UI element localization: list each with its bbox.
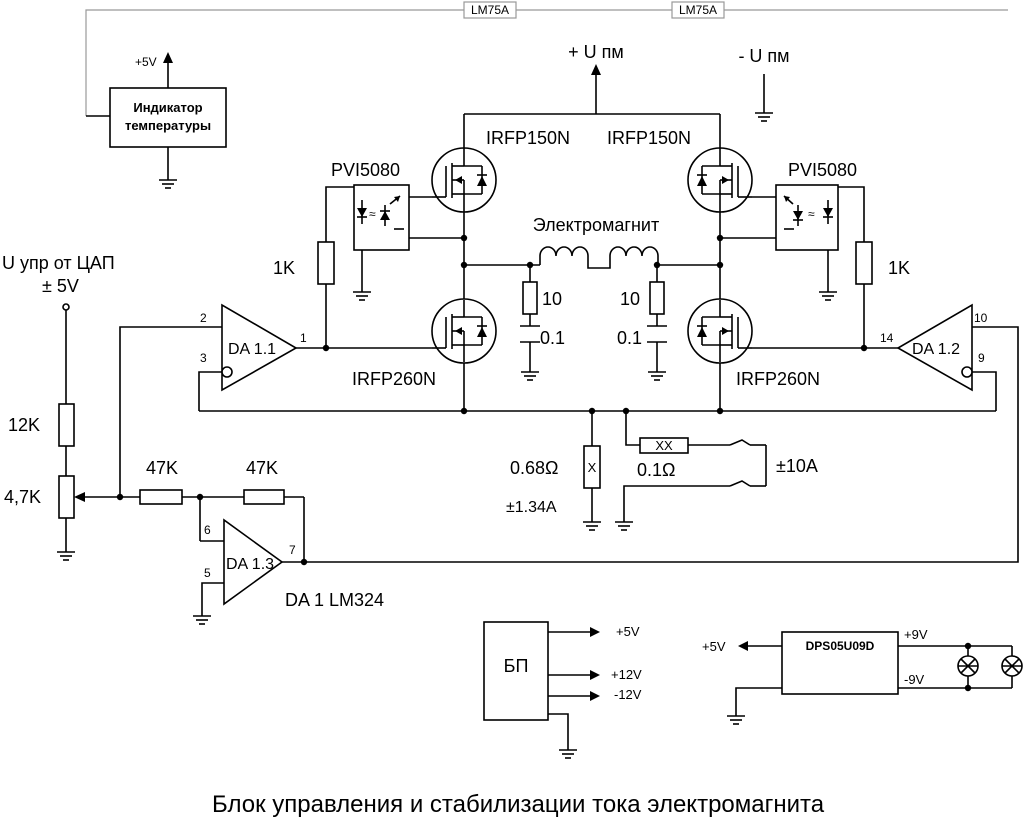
resistor-47k-b: 47K xyxy=(243,458,285,505)
supply-pos-terminal: + U пм xyxy=(568,42,624,75)
svg-text:±1.34A: ±1.34A xyxy=(506,499,557,516)
svg-text:IRFP150N: IRFP150N xyxy=(486,128,570,148)
resistor-1k-left: 1K xyxy=(273,241,335,285)
svg-text:3: 3 xyxy=(200,351,207,365)
svg-text:U упр от ЦАП: U упр от ЦАП xyxy=(2,253,115,273)
opamp-da13: DA 1.3 6 7 5 DA 1 LM324 xyxy=(204,518,384,610)
mosfet-bottom-left: IRFP260N xyxy=(352,298,497,389)
svg-text:DA 1.3: DA 1.3 xyxy=(226,556,274,573)
svg-text:IRFP260N: IRFP260N xyxy=(736,369,820,389)
svg-text:IRFP150N: IRFP150N xyxy=(607,128,691,148)
svg-text:+5V: +5V xyxy=(135,55,157,69)
svg-text:температуры: температуры xyxy=(125,118,211,133)
supply-neg-terminal: - U пм xyxy=(738,46,789,66)
opamp-da12: DA 1.2 14 10 9 xyxy=(880,303,988,392)
svg-text:10: 10 xyxy=(974,311,988,325)
potentiometer-4-7k: 4,7K xyxy=(4,475,85,519)
svg-text:0.68Ω: 0.68Ω xyxy=(510,458,559,478)
electromagnet-coil: Электромагнит xyxy=(533,215,659,269)
svg-text:1K: 1K xyxy=(273,258,295,278)
svg-text:2: 2 xyxy=(200,311,207,325)
svg-text:1: 1 xyxy=(300,331,307,345)
lm75a-label-right: LM75A xyxy=(671,1,725,19)
svg-text:0.1: 0.1 xyxy=(540,328,565,348)
mosfet-top-right: IRFP150N xyxy=(607,128,753,213)
svg-text:-12V: -12V xyxy=(614,687,642,702)
resistor-12k: 12K xyxy=(8,403,75,447)
snubber-right: 10 0.1 xyxy=(617,281,667,348)
svg-text:LM75A: LM75A xyxy=(471,3,509,17)
svg-text:14: 14 xyxy=(880,331,894,345)
svg-text:Электромагнит: Электромагнит xyxy=(533,215,659,235)
lm75a-label-left: LM75A xyxy=(463,1,517,19)
svg-text:0.1: 0.1 xyxy=(617,328,642,348)
svg-text:12K: 12K xyxy=(8,415,40,435)
svg-text:9: 9 xyxy=(978,351,985,365)
svg-text:≈: ≈ xyxy=(369,207,376,221)
indicator-lamp-1 xyxy=(957,655,979,677)
pvi5080-left: ≈ PVI5080 xyxy=(331,160,410,251)
dps-converter-block: DPS05U09D +5V +9V -9V xyxy=(702,627,928,695)
svg-text:+5V: +5V xyxy=(616,624,640,639)
svg-text:IRFP260N: IRFP260N xyxy=(352,369,436,389)
junction-dots xyxy=(116,234,972,692)
svg-text:6: 6 xyxy=(204,523,211,537)
svg-text:DA 1 LM324: DA 1 LM324 xyxy=(285,590,384,610)
svg-text:DA 1.1: DA 1.1 xyxy=(228,341,276,358)
svg-text:5: 5 xyxy=(204,566,211,580)
svg-text:47K: 47K xyxy=(246,458,278,478)
svg-text:- U пм: - U пм xyxy=(738,46,789,66)
svg-text:XX: XX xyxy=(655,438,673,453)
wires xyxy=(65,9,1019,750)
svg-text:DA 1.2: DA 1.2 xyxy=(912,341,960,358)
measurement-resistor-0-1: XX 0.1Ω ±10A xyxy=(637,437,818,480)
svg-text:1K: 1K xyxy=(888,258,910,278)
svg-text:≈: ≈ xyxy=(808,207,815,221)
indicator-lamp-2 xyxy=(1001,655,1023,677)
svg-text:PVI5080: PVI5080 xyxy=(788,160,857,180)
svg-text:10: 10 xyxy=(620,289,640,309)
power-supply-block: БП +5V +12V -12V xyxy=(483,621,642,721)
mosfet-bottom-right: IRFP260N xyxy=(687,298,820,389)
svg-text:+ U пм: + U пм xyxy=(568,42,624,62)
resistor-1k-right: 1K xyxy=(855,241,910,285)
svg-text:±10A: ±10A xyxy=(776,456,818,476)
supply-arrow-5v: +5V xyxy=(135,52,173,69)
mosfet-top-left: IRFP150N xyxy=(431,128,570,213)
svg-text:LM75A: LM75A xyxy=(679,3,717,17)
temperature-indicator-block: Индикатор температуры xyxy=(109,87,227,148)
svg-text:47K: 47K xyxy=(146,458,178,478)
svg-text:X: X xyxy=(588,460,597,475)
svg-text:+9V: +9V xyxy=(904,627,928,642)
snubber-left: 10 0.1 xyxy=(520,281,565,348)
svg-text:Индикатор: Индикатор xyxy=(133,100,202,115)
shunt-resistor-0-68: X 0.68Ω ±1.34A xyxy=(506,445,601,516)
svg-text:± 5V: ± 5V xyxy=(42,276,79,296)
svg-text:БП: БП xyxy=(504,656,529,676)
svg-text:4,7K: 4,7K xyxy=(4,487,41,507)
svg-text:PVI5080: PVI5080 xyxy=(331,160,400,180)
control-input-terminal: U упр от ЦАП ± 5V xyxy=(2,253,115,311)
pvi5080-right: ≈ PVI5080 xyxy=(775,160,857,251)
svg-text:-9V: -9V xyxy=(904,672,925,687)
diagram-caption: Блок управления и стабилизации тока элек… xyxy=(212,791,825,818)
svg-text:0.1Ω: 0.1Ω xyxy=(637,460,675,480)
svg-text:7: 7 xyxy=(289,543,296,557)
opamp-da11: DA 1.1 2 3 1 xyxy=(200,303,307,392)
svg-text:DPS05U09D: DPS05U09D xyxy=(806,639,875,653)
svg-text:10: 10 xyxy=(542,289,562,309)
svg-text:+5V: +5V xyxy=(702,639,726,654)
resistor-47k-a: 47K xyxy=(139,458,183,505)
svg-text:+12V: +12V xyxy=(611,667,642,682)
